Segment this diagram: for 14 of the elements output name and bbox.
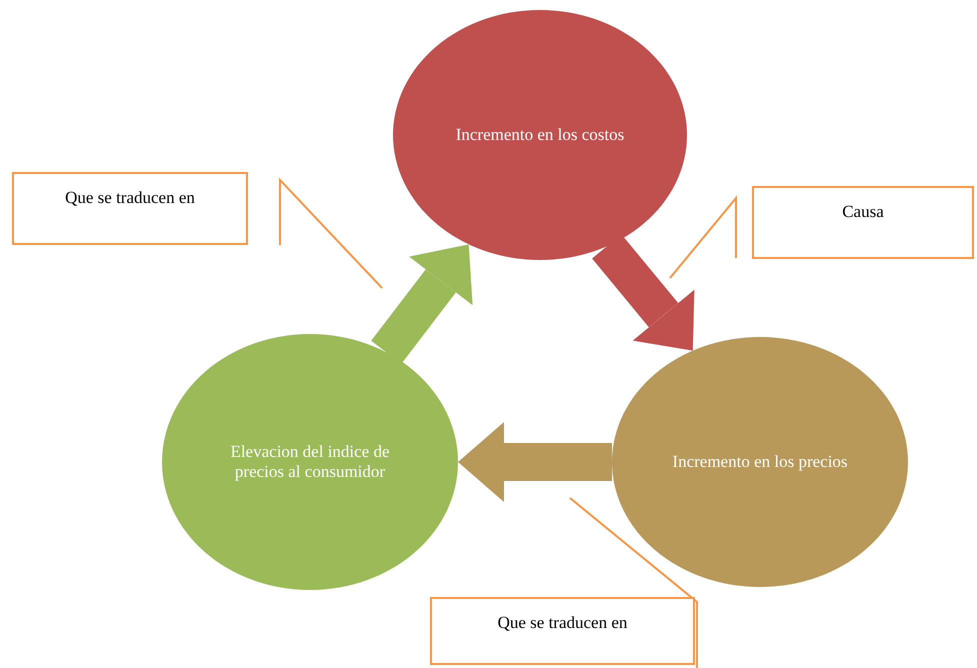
callout-label: Causa [842,202,884,222]
block-arrow [458,422,612,502]
node-label: Incremento en los costos [454,124,626,146]
node-label: Incremento en los precios [671,452,849,472]
callout-box [752,186,974,259]
callout-box [12,172,248,245]
callout-label: Que se traducen en [65,188,195,208]
node-label: Elevacion del indice de precios al consumidor [229,442,391,482]
leader-line [279,177,383,289]
leader-line [569,497,698,668]
callout-label: Que se traducen en [498,613,628,633]
leader-line [669,195,737,279]
block-arrow [371,244,473,364]
callout-box [430,597,695,665]
